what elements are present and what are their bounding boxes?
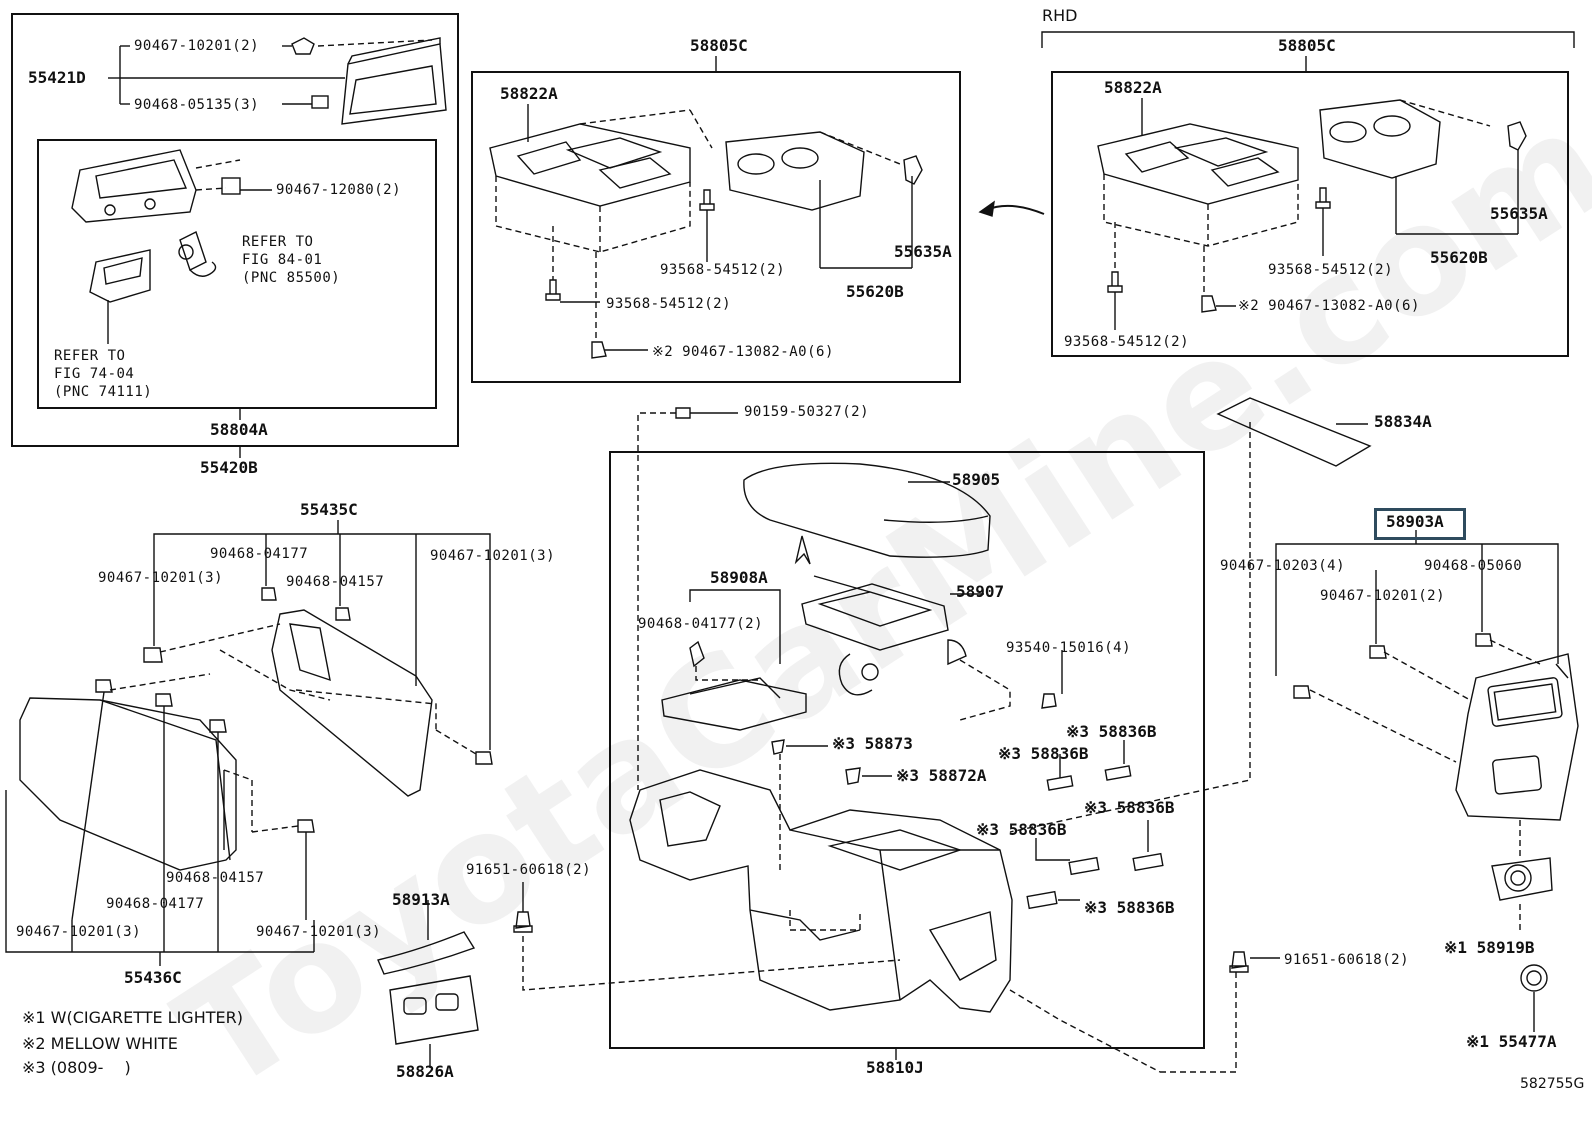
cap-55477A-shape <box>1520 964 1548 992</box>
label-90468-05060[interactable]: 90468-05060 <box>1424 558 1523 574</box>
figure-code: 582755G <box>1520 1076 1585 1092</box>
label-58905[interactable]: 58905 <box>952 470 1001 489</box>
note-3: ※3 (0809- ) <box>22 1058 131 1077</box>
label-93540-15016-4[interactable]: 93540-15016(4) <box>1006 640 1132 656</box>
label-55620B-lhd[interactable]: 55620B <box>846 282 904 301</box>
label-rhd: RHD <box>1042 6 1078 25</box>
label-58805C-rhd[interactable]: 58805C <box>1278 36 1336 55</box>
refer-fig74-line1: REFER TO <box>54 348 126 364</box>
label-55421D[interactable]: 55421D <box>28 68 86 87</box>
label-93568-54512-a[interactable]: 93568-54512(2) <box>660 262 786 278</box>
refer-fig84-line2[interactable]: FIG 84-01 <box>242 252 323 268</box>
label-90467-10201-3-d[interactable]: 90467-10201(3) <box>256 924 382 940</box>
group-box-58805C-lhd <box>471 71 961 383</box>
label-58810J[interactable]: 58810J <box>866 1058 924 1077</box>
hinge-bracket-shape <box>661 679 807 731</box>
label-58903A[interactable]: 58903A <box>1386 512 1444 531</box>
note-1: ※1 W(CIGARETTE LIGHTER) <box>22 1008 243 1027</box>
label-90467-10203-4[interactable]: 90467-10203(4) <box>1220 558 1346 574</box>
console-body-shape <box>629 769 1013 1013</box>
label-55435C[interactable]: 55435C <box>300 500 358 519</box>
label-58836B-4[interactable]: ※3 58836B <box>976 820 1067 839</box>
label-90467-10201-2-top[interactable]: 90467-10201(2) <box>134 38 260 54</box>
cupholder-shape-lhd <box>725 131 865 211</box>
label-90467-13082-rhd[interactable]: ※2 90467-13082-A0(6) <box>1238 298 1420 314</box>
label-90468-04157-a[interactable]: 90468-04157 <box>286 574 385 590</box>
label-58907[interactable]: 58907 <box>956 582 1005 601</box>
label-58836B-3[interactable]: ※3 58836B <box>1084 798 1175 817</box>
panel-58826A-shape <box>389 975 479 1045</box>
group-box-58805C-rhd <box>1051 71 1569 357</box>
label-90467-10201-2-r[interactable]: 90467-10201(2) <box>1320 588 1446 604</box>
label-58873[interactable]: ※3 58873 <box>832 734 913 753</box>
label-93568-54512-b[interactable]: 93568-54512(2) <box>606 296 732 312</box>
label-91651-60618-a[interactable]: 91651-60618(2) <box>466 862 592 878</box>
label-90467-10201-3-c[interactable]: 90467-10201(3) <box>16 924 142 940</box>
label-58913A[interactable]: 58913A <box>392 890 450 909</box>
refer-fig74-line3: (PNC 74111) <box>54 384 153 400</box>
switch-housing-shape <box>71 149 197 223</box>
label-90467-13082-lhd[interactable]: ※2 90467-13082-A0(6) <box>652 344 834 360</box>
refer-fig84-line3: (PNC 85500) <box>242 270 341 286</box>
label-93568-54512-rhd-b[interactable]: 93568-54512(2) <box>1064 334 1190 350</box>
bracket-55435C <box>153 533 491 580</box>
label-90468-04177-a[interactable]: 90468-04177 <box>210 546 309 562</box>
label-58834A[interactable]: 58834A <box>1374 412 1432 431</box>
panel-55435C-shape <box>271 609 433 797</box>
label-55436C[interactable]: 55436C <box>124 968 182 987</box>
parts-diagram-drawing <box>5 13 1579 1073</box>
label-90468-04157-b[interactable]: 90468-04157 <box>166 870 265 886</box>
cupholder-shape-rhd <box>1319 99 1441 179</box>
trim-58913A-shape <box>377 931 476 975</box>
label-58872A[interactable]: ※3 58872A <box>896 766 987 785</box>
label-55620B-rhd[interactable]: 55620B <box>1430 248 1488 267</box>
highlight-58903A[interactable] <box>1374 508 1466 540</box>
label-91651-60618-b[interactable]: 91651-60618(2) <box>1284 952 1410 968</box>
label-58836B-5[interactable]: ※3 58836B <box>1084 898 1175 917</box>
label-90467-12080-2[interactable]: 90467-12080(2) <box>276 182 402 198</box>
label-55635A-rhd[interactable]: 55635A <box>1490 204 1548 223</box>
panel-55421D-shape <box>341 43 447 125</box>
shift-panel-shape-lhd <box>489 123 691 207</box>
label-58836B-1[interactable]: ※3 58836B <box>1066 722 1157 741</box>
label-58805C-lhd[interactable]: 58805C <box>690 36 748 55</box>
label-90467-10201-3-b[interactable]: 90467-10201(3) <box>430 548 556 564</box>
label-90468-04177-b[interactable]: 90468-04177 <box>106 896 205 912</box>
label-58822A-lhd[interactable]: 58822A <box>500 84 558 103</box>
group-box-58810J <box>609 451 1205 1049</box>
refer-fig74-line2[interactable]: FIG 74-04 <box>54 366 135 382</box>
label-58908A[interactable]: 58908A <box>710 568 768 587</box>
label-58919B[interactable]: ※1 58919B <box>1444 938 1535 957</box>
shift-panel-shape-rhd <box>1097 123 1299 205</box>
label-93568-54512-rhd-a[interactable]: 93568-54512(2) <box>1268 262 1394 278</box>
label-55477A[interactable]: ※1 55477A <box>1466 1032 1557 1051</box>
label-58822A-rhd[interactable]: 58822A <box>1104 78 1162 97</box>
label-55635A-lhd[interactable]: 55635A <box>894 242 952 261</box>
note-2: ※2 MELLOW WHITE <box>22 1034 178 1053</box>
refer-fig84-line1: REFER TO <box>242 234 314 250</box>
label-90468-04177-2[interactable]: 90468-04177(2) <box>638 616 764 632</box>
label-90467-10201-3-a[interactable]: 90467-10201(3) <box>98 570 224 586</box>
label-55420B[interactable]: 55420B <box>200 458 258 477</box>
label-58804A[interactable]: 58804A <box>210 420 268 439</box>
label-90159-50327[interactable]: 90159-50327(2) <box>744 404 870 420</box>
label-58826A[interactable]: 58826A <box>396 1062 454 1081</box>
hinge-assembly-shape <box>801 583 949 651</box>
panel-55436C-shape <box>19 697 237 871</box>
armrest-lid-shape <box>743 462 991 558</box>
rear-vent-panel-shape <box>1455 653 1579 821</box>
group-box-58804A <box>37 139 437 409</box>
label-58836B-2[interactable]: ※3 58836B <box>998 744 1089 763</box>
group-box-55420B <box>11 13 459 447</box>
socket-58919B-shape <box>1491 857 1553 901</box>
label-90468-05135-3[interactable]: 90468-05135(3) <box>134 97 260 113</box>
pad-58834A-shape <box>1216 397 1372 467</box>
